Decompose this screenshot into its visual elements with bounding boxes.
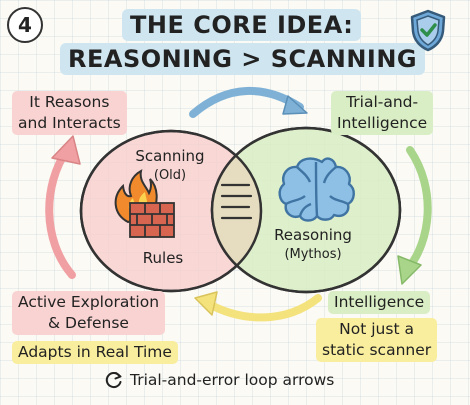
label-it-reasons: It Reasons and Interacts: [12, 91, 127, 135]
scanning-label: Scanning (Old): [120, 146, 220, 186]
footer-caption: Trial-and-error loop arrows: [104, 370, 334, 390]
shield-check-icon: [410, 9, 446, 52]
rules-label: Rules: [142, 249, 184, 267]
step-number-badge: 4: [7, 7, 43, 43]
loop-arrows-icon: [105, 372, 122, 389]
scanning-title: Scanning: [135, 147, 205, 165]
label-not-just-a-static-scanner: Not just a static scanner: [316, 318, 438, 362]
scanning-subtitle: (Old): [153, 168, 187, 183]
document-lines-icon: [220, 183, 253, 220]
brick-wall-icon: [129, 202, 175, 238]
brain-icon: [278, 157, 355, 222]
title-line-1: THE CORE IDEA:: [122, 9, 362, 41]
label-active-exploration: Active Exploration & Defense: [12, 291, 166, 335]
reasoning-subtitle: (Mythos): [284, 247, 342, 262]
label-intelligence: Intelligence: [328, 291, 431, 314]
label-adapts-in-real-time: Adapts in Real Time: [12, 341, 178, 364]
label-trial-and-intelligence: Trial-and- Intelligence: [331, 91, 434, 135]
title-line-2: REASONING > SCANNING: [60, 43, 426, 75]
reasoning-label: Reasoning (Mythos): [268, 225, 358, 265]
reasoning-title: Reasoning: [274, 226, 352, 244]
footer-text: Trial-and-error loop arrows: [130, 371, 335, 389]
